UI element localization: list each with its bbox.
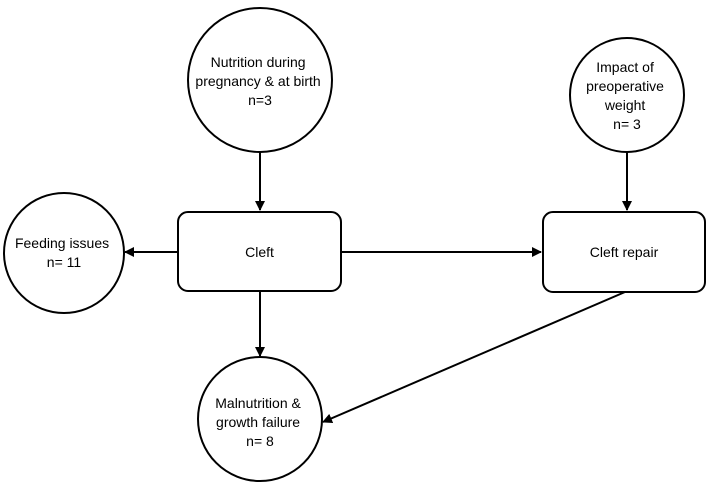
node-nutrition-during-pregnancy: Nutrition during pregnancy & at birth n=… — [187, 7, 333, 153]
node-preop-line-4: n= 3 — [613, 116, 641, 132]
node-cleft-repair: Cleft repair — [542, 211, 706, 293]
node-nutrition-line-1: Nutrition during — [211, 54, 306, 70]
node-malnutrition-growth-failure: Malnutrition & growth failure n= 8 — [197, 356, 323, 482]
svg-text:Cleft: Cleft — [245, 244, 274, 260]
nodes: Nutrition during pregnancy & at birth n=… — [3, 7, 706, 482]
node-nutrition-line-3: n=3 — [248, 92, 272, 108]
node-malnutrition-line-3: n= 8 — [246, 433, 274, 449]
svg-text:Impact of preoperative: Impact of preoperative weight n= 3 — [586, 59, 668, 132]
node-feeding-line-2: n= 11 — [47, 254, 82, 270]
node-impact-of-preoperative-weight: Impact of preoperative weight n= 3 — [569, 37, 685, 153]
svg-text:Malnutrition & growth: Malnutrition & growth failure n= 8 — [215, 395, 304, 449]
svg-text:Cleft repair: Cleft repair — [590, 244, 659, 260]
node-cleft-label: Cleft — [245, 244, 274, 260]
node-feeding-issues: Feeding issues n= 11 — [3, 192, 125, 314]
node-cleft-repair-label: Cleft repair — [590, 244, 659, 260]
node-nutrition-line-2: pregnancy & at birth — [195, 73, 320, 89]
node-malnutrition-line-1: Malnutrition & — [215, 395, 301, 411]
node-preop-line-2: preoperative — [586, 78, 664, 94]
svg-text:Nutrition during pregn: Nutrition during pregnancy & at birth n=… — [195, 54, 324, 108]
node-preop-line-1: Impact of — [596, 59, 654, 75]
edges — [124, 152, 632, 424]
node-cleft: Cleft — [177, 211, 342, 292]
svg-text:Feeding issues n= 11: Feeding issues n= 11 — [15, 235, 113, 270]
edge-cleft-repair-to-malnutrition — [322, 291, 626, 424]
node-feeding-line-1: Feeding issues — [15, 235, 109, 251]
node-preop-line-3: weight — [604, 97, 646, 113]
node-malnutrition-line-2: growth failure — [216, 414, 300, 430]
